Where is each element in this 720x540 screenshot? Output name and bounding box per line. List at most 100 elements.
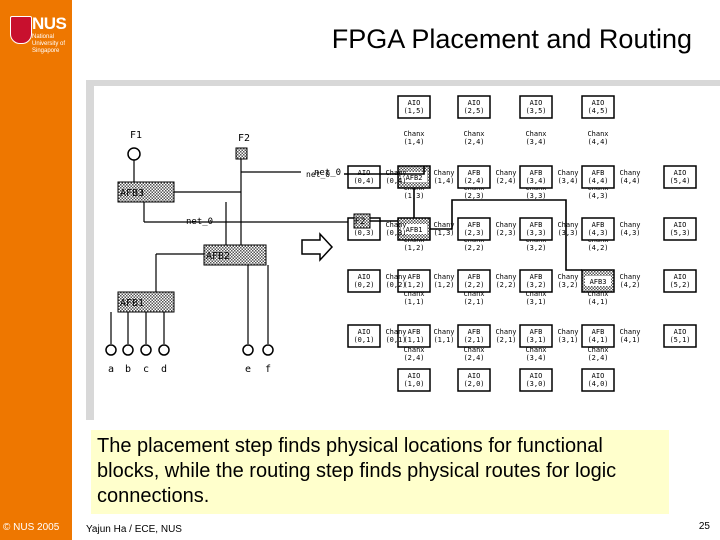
- chany-2-0: Chany(0,2): [385, 273, 406, 289]
- input-label-e: e: [245, 364, 251, 375]
- input-label-b: b: [125, 364, 131, 375]
- chany-1-4: Chany(4,3): [619, 221, 640, 237]
- ff1-label: F1: [130, 130, 142, 141]
- aio-left-4-label: AIO(0,1): [353, 328, 374, 344]
- aio-top-4-label: AIO(4,5): [587, 99, 608, 115]
- aio-right-4-label: AIO(5,1): [669, 328, 690, 344]
- input-label-a: a: [108, 364, 114, 375]
- chanx-0-0: Chanx(1,4): [403, 130, 424, 146]
- aio-bottom-3: [519, 368, 553, 392]
- chanx-3-1: Chanx(2,1): [463, 290, 484, 306]
- route-net0: [344, 166, 425, 175]
- chanx-4-2: Chanx(3,4): [525, 346, 546, 362]
- chany-0-2: Chany(2,4): [495, 169, 516, 185]
- fabric-f2-label: F2: [355, 217, 366, 227]
- chany-0-0: Chany(0,4): [385, 169, 406, 185]
- footer-author: Yajun Ha / ECE, NUS: [86, 524, 182, 535]
- input-label-c: c: [143, 364, 149, 375]
- aio-left-3: [347, 269, 381, 293]
- slide-title: FPGA Placement and Routing: [331, 24, 692, 54]
- aio-left-3-label: AIO(0,2): [353, 273, 374, 289]
- afb-1-3: [581, 217, 615, 241]
- aio-top-2: [457, 95, 491, 119]
- afb-3-2: [519, 324, 553, 348]
- copyright: © NUS 2005: [3, 522, 60, 533]
- afb-2-3-label-bg: [585, 276, 611, 286]
- afb-3-1: [457, 324, 491, 348]
- chany-2-2: Chany(2,2): [495, 273, 516, 289]
- netlist-block-label-3: AFB1: [120, 298, 144, 309]
- aio-left-1-label: AIO(0,4): [353, 169, 374, 185]
- chany-0-4: Chany(4,4): [619, 169, 640, 185]
- chany-3-0: Chany(0,1): [385, 328, 406, 344]
- chanx-3-2: Chanx(3,1): [525, 290, 546, 306]
- afb-1-2: [519, 217, 553, 241]
- netlist-block-label-2: AFB2: [206, 251, 230, 262]
- chany-0-1: Chany(1,4): [433, 169, 454, 185]
- aio-right-3-label: AIO(5,2): [669, 273, 690, 289]
- aio-right-1: [663, 165, 697, 189]
- afb-2-0-label: AFB(1,2): [403, 273, 424, 289]
- transform-arrow-icon: [301, 232, 334, 262]
- afb-1-0-label: AFB1: [406, 226, 423, 234]
- afb-1-1: [457, 217, 491, 241]
- aio-bottom-2-label: AIO(2,0): [463, 372, 484, 388]
- input-pin-b: [122, 344, 134, 356]
- route-afb1-afb3: [430, 199, 582, 271]
- chany-2-4: Chany(4,2): [619, 273, 640, 289]
- logo-text: NUS: [32, 14, 67, 33]
- afb-2-1: [457, 269, 491, 293]
- afb-0-0-label-bg: [401, 172, 427, 182]
- chany-3-1: Chany(1,1): [433, 328, 454, 344]
- fabric-net-label: net_0: [306, 170, 330, 179]
- chanx-4-3: Chanx(2,4): [587, 346, 608, 362]
- afb-0-3-label: AFB(4,4): [587, 169, 608, 185]
- net-label-2: net_0: [186, 217, 213, 227]
- chany-3-3: Chany(3,1): [557, 328, 578, 344]
- caption-box: The placement step finds physical locati…: [91, 430, 669, 514]
- chanx-0-1: Chanx(2,4): [463, 130, 484, 146]
- aio-bottom-1: [397, 368, 431, 392]
- aio-left-1: [347, 165, 381, 189]
- afb-3-1-label: AFB(2,1): [463, 328, 484, 344]
- aio-top-2-label: AIO(2,5): [463, 99, 484, 115]
- sidebar-band: NUS National University of Singapore © N…: [0, 0, 72, 540]
- ff1-node: [127, 147, 141, 161]
- afb-0-1: [457, 165, 491, 189]
- afb-1-0-label-bg: [401, 224, 427, 234]
- aio-bottom-3-label: AIO(3,0): [525, 372, 546, 388]
- input-label-d: d: [161, 364, 167, 375]
- aio-right-1-label: AIO(5,4): [669, 169, 690, 185]
- chany-3-4: Chany(4,1): [619, 328, 640, 344]
- ff2-node: [235, 147, 248, 160]
- aio-bottom-1-label: AIO(1,0): [403, 372, 424, 388]
- input-pin-f: [262, 344, 274, 356]
- left-divider: [86, 80, 94, 420]
- aio-right-3: [663, 269, 697, 293]
- input-pin-c: [140, 344, 152, 356]
- chany-0-3: Chany(3,4): [557, 169, 578, 185]
- afb-0-2: [519, 165, 553, 189]
- afb-0-2-label: AFB(3,4): [525, 169, 546, 185]
- input-pin-e: [242, 344, 254, 356]
- afb-1-1-label: AFB(2,3): [463, 221, 484, 237]
- chany-1-3: Chany(3,3): [557, 221, 578, 237]
- input-pin-a: [105, 344, 117, 356]
- afb-3-0-label: AFB(1,1): [403, 328, 424, 344]
- afb-3-0: [397, 324, 431, 348]
- chany-1-0: Chany(0,3): [385, 221, 406, 237]
- chanx-0-2: Chanx(3,4): [525, 130, 546, 146]
- chany-2-1: Chany(1,2): [433, 273, 454, 289]
- afb-0-3: [581, 165, 615, 189]
- netlist-block-label-1: AFB3: [120, 188, 144, 199]
- aio-right-2: [663, 217, 697, 241]
- chanx-4-0: Chanx(2,4): [403, 346, 424, 362]
- ff2-label: F2: [238, 133, 250, 144]
- input-label-f: f: [265, 364, 271, 375]
- chanx-0-3: Chanx(4,4): [587, 130, 608, 146]
- afb-2-2: [519, 269, 553, 293]
- top-divider: [86, 80, 720, 86]
- chanx-3-3: Chanx(4,1): [587, 290, 608, 306]
- aio-top-4: [581, 95, 615, 119]
